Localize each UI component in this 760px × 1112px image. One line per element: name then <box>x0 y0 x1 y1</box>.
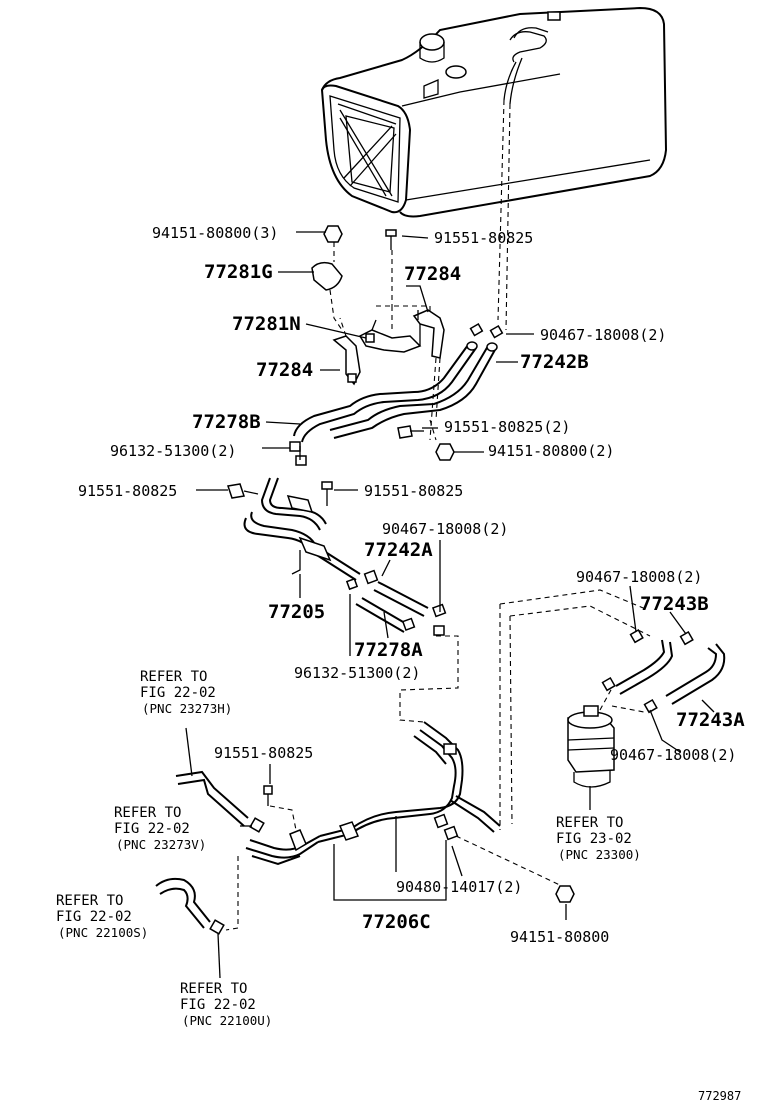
label-77284-top: 77284 <box>404 263 461 285</box>
refer-22100s-line3: (PNC 22100S) <box>58 925 148 940</box>
refer-23273h-line1: REFER TO <box>140 669 207 685</box>
label-77205: 77205 <box>268 601 325 623</box>
label-90467-18008-2-right: 90467-18008(2) <box>576 568 702 586</box>
figure-code: 772987 <box>698 1089 741 1103</box>
refer-23300-line3: (PNC 23300) <box>558 847 641 862</box>
label-91551-80825-bottom: 91551-80825 <box>214 744 313 762</box>
label-94151-80800-3: 94151-80800(3) <box>152 224 278 242</box>
label-77284-bottom: 77284 <box>256 359 313 381</box>
label-77243B: 77243B <box>640 593 709 615</box>
label-91551-80825-2: 91551-80825(2) <box>444 418 570 436</box>
junction-block-77205 <box>227 477 447 636</box>
label-96132-51300-2-bottom: 96132-51300(2) <box>294 664 420 682</box>
refer-22100u-line2: FIG 22-02 <box>180 997 256 1013</box>
refer-23273v-line1: REFER TO <box>114 805 181 821</box>
label-90467-18008-2-bottom: 90467-18008(2) <box>610 746 736 764</box>
leader-lines <box>196 231 715 920</box>
label-77206C: 77206C <box>362 911 431 933</box>
refer-23273h-line3: (PNC 23273H) <box>142 701 232 716</box>
label-90467-18008-2-mid: 90467-18008(2) <box>382 520 508 538</box>
refer-blocks: REFER TO FIG 22-02 (PNC 23273H) REFER TO… <box>56 669 641 1028</box>
upper-piping <box>289 99 511 466</box>
refer-23273h-line2: FIG 22-02 <box>140 685 216 701</box>
refer-22100s-line2: FIG 22-02 <box>56 909 132 925</box>
label-91551-80825-right: 91551-80825 <box>364 482 463 500</box>
lower-piping <box>155 589 651 979</box>
refer-22100u-line3: (PNC 22100U) <box>182 1013 272 1028</box>
fuel-tank <box>320 6 668 218</box>
refer-23273v-line3: (PNC 23273V) <box>116 837 206 852</box>
label-77278A: 77278A <box>354 639 423 661</box>
label-90467-18008-2-top: 90467-18008(2) <box>540 326 666 344</box>
refer-23300-line1: REFER TO <box>556 815 623 831</box>
label-91551-80825: 91551-80825 <box>434 229 533 247</box>
label-77242A: 77242A <box>364 539 433 561</box>
fuel-filter <box>567 629 726 810</box>
label-94151-80800: 94151-80800 <box>510 928 609 946</box>
label-77278B: 77278B <box>192 411 261 433</box>
brackets <box>311 225 455 461</box>
label-77243A: 77243A <box>676 709 745 731</box>
refer-22100s-line1: REFER TO <box>56 893 123 909</box>
label-90480-14017-2: 90480-14017(2) <box>396 878 522 896</box>
label-77281G: 77281G <box>204 261 273 283</box>
label-77281N: 77281N <box>232 313 301 335</box>
refer-23300-line2: FIG 23-02 <box>556 831 632 847</box>
part-labels: 94151-80800(3) 91551-80825 77281G 77284 … <box>78 224 745 946</box>
label-94151-80800-2: 94151-80800(2) <box>488 442 614 460</box>
refer-23273v-line2: FIG 22-02 <box>114 821 190 837</box>
label-77242B: 77242B <box>520 351 589 373</box>
label-91551-80825-left: 91551-80825 <box>78 482 177 500</box>
refer-22100u-line1: REFER TO <box>180 981 247 997</box>
label-96132-51300-2-top: 96132-51300(2) <box>110 442 236 460</box>
